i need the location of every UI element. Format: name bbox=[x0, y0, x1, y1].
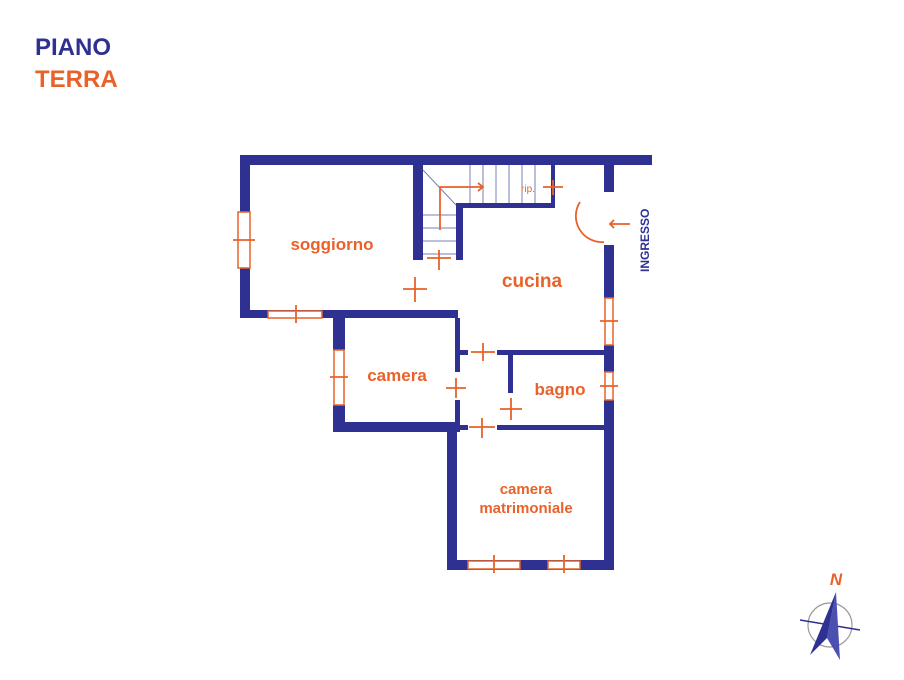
label-ingresso: INGRESSO bbox=[638, 209, 652, 272]
label-ripostiglio: rip. bbox=[521, 184, 535, 195]
stairs bbox=[422, 165, 536, 255]
label-camera: camera bbox=[367, 366, 427, 385]
title-piano: PIANO bbox=[35, 34, 112, 61]
compass-north-label: N bbox=[830, 570, 843, 589]
compass-icon: N bbox=[799, 570, 861, 660]
room-labels: soggiorno cucina rip. camera bagno camer… bbox=[290, 184, 652, 517]
windows bbox=[233, 211, 618, 573]
label-bagno: bagno bbox=[535, 380, 586, 399]
label-camera-matrimoniale-2: matrimoniale bbox=[479, 500, 572, 517]
door-markers bbox=[403, 180, 630, 438]
entrance-arrow-icon bbox=[608, 219, 630, 229]
label-cucina: cucina bbox=[502, 271, 563, 292]
entrance-door-swing bbox=[575, 201, 605, 243]
walls bbox=[240, 155, 652, 570]
title-terra: TERRA bbox=[35, 66, 118, 93]
label-camera-matrimoniale-1: camera bbox=[500, 481, 553, 498]
label-soggiorno: soggiorno bbox=[290, 235, 373, 254]
